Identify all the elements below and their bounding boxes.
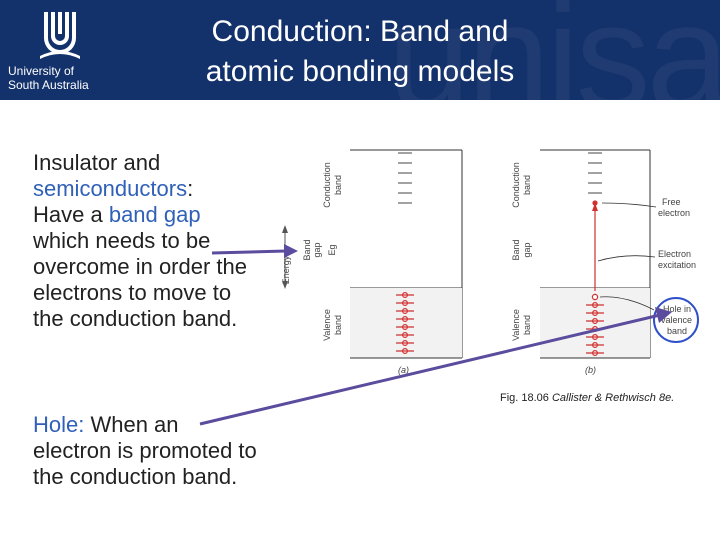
university-name: University of South Australia — [8, 64, 128, 92]
block1-line-2-rest: : — [187, 176, 194, 201]
electron-excitation-label-2: excitation — [658, 260, 696, 270]
block1-line-2: semiconductors: — [33, 176, 283, 202]
band-gap-label-b-1: Band — [511, 239, 521, 260]
semiconductors-term: semiconductors — [33, 176, 188, 201]
conduction-label-b-1: Conduction — [511, 162, 521, 208]
band-gap-term: band gap — [108, 202, 201, 227]
valence-label-a-1: Valence — [322, 309, 332, 341]
panel-b-label: (b) — [585, 365, 596, 375]
panel-a-label: (a) — [398, 365, 409, 375]
slide-title-line-1: Conduction: Band and — [211, 15, 509, 48]
university-line-1: University of — [8, 64, 75, 78]
block1-line-6: electrons to move to — [33, 280, 232, 305]
band-gap-label-b-2: gap — [522, 242, 532, 257]
block2-line-3: the conduction band. — [33, 464, 238, 489]
slide-title-line-2: atomic bonding models — [205, 55, 515, 88]
block2-line-2: electron is promoted to — [33, 438, 257, 463]
unisa-watermark: unisa — [387, 0, 720, 100]
block1-line-1: Insulator and — [33, 150, 161, 175]
university-line-2: South Australia — [8, 78, 89, 92]
panel-b: Conduction band Band gap Valence band — [511, 149, 699, 375]
band-gap-symbol: Eg — [327, 244, 337, 255]
band-diagram-figure: Energy Band gap Eg Conduction band Valen… — [281, 149, 699, 375]
conduction-label-a-1: Conduction — [322, 162, 332, 208]
block1-line-4: which needs to be — [33, 228, 211, 253]
valence-label-b-1: Valence — [511, 309, 521, 341]
header-banner: unisa University of South Australia Cond… — [0, 0, 720, 100]
hole-label-2: valence — [661, 315, 692, 325]
hole-text-block: Hole: When an electron is promoted to th… — [33, 412, 293, 490]
conduction-label-b-2: band — [522, 175, 532, 195]
hole-label-1: Hole in — [663, 304, 691, 314]
block1-line-7: the conduction band. — [33, 306, 238, 331]
band-gap-label-2: gap — [312, 242, 322, 257]
caption-authors: Callister & Rethwisch 8e. — [551, 392, 675, 404]
figure-caption: Fig. 18.06 Callister & Rethwisch 8e. — [500, 392, 674, 404]
free-electron-label-2: electron — [658, 208, 690, 218]
band-gap-label-1: Band — [302, 239, 312, 260]
valence-label-a-2: band — [333, 315, 343, 335]
energy-label: Energy — [281, 255, 291, 284]
block1-line-3-pre: Have a — [33, 202, 109, 227]
free-electron-label-1: Free — [662, 197, 681, 207]
electron-excitation-label-1: Electron — [658, 249, 691, 259]
energy-axis: Energy — [281, 225, 291, 289]
block1-line-3: Have a band gap — [33, 202, 283, 228]
unisa-logo-icon — [40, 12, 80, 59]
block2-line-1-rest: When an — [84, 412, 179, 437]
conduction-label-a-2: band — [333, 175, 343, 195]
panel-a: Conduction band Valence band — [322, 149, 463, 375]
valence-label-b-2: band — [522, 315, 532, 335]
band-gap-indicator: Band gap Eg — [302, 239, 337, 260]
hole-term: Hole: — [33, 412, 85, 437]
caption-prefix: Fig. 18.06 — [500, 392, 552, 404]
block1-line-5: overcome in order the — [33, 254, 247, 279]
insulator-text-block: Insulator and semiconductors: Have a ban… — [33, 150, 283, 332]
slide-title: Conduction: Band and atomic bonding mode… — [185, 12, 535, 92]
block2-line-1: Hole: When an — [33, 412, 293, 438]
hole-label-3: band — [667, 326, 687, 336]
